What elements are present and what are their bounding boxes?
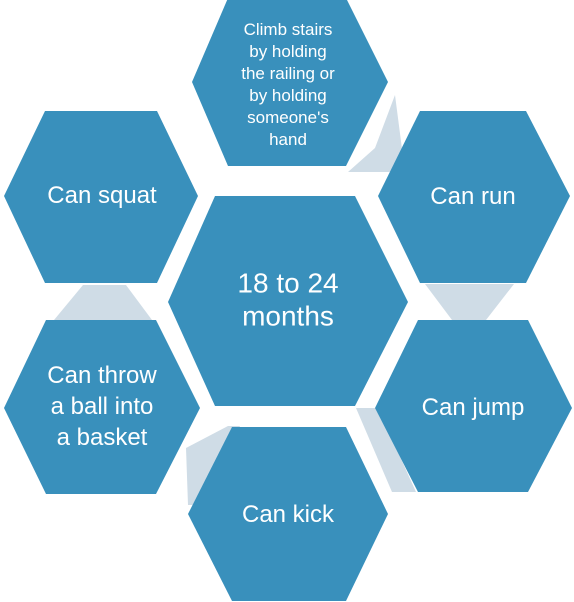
stairs-label-line: by holding [249, 42, 327, 61]
stairs-label-line: by holding [249, 86, 327, 105]
center-hexagon [168, 196, 408, 406]
run-label-line: Can run [430, 183, 515, 210]
stairs-label: Climb stairs by holding the railing or by h… [241, 20, 335, 149]
run-label: Can run [430, 183, 515, 210]
throw-label-line: Can throw [47, 362, 157, 389]
throw-label: Can throw a ball into a basket [47, 362, 157, 451]
hexagons [4, 0, 572, 601]
connector-stairs-run [348, 95, 405, 172]
hexagon-stairs [192, 0, 388, 166]
hexagon-squat [4, 111, 198, 283]
stairs-label-line: someone's [247, 108, 329, 127]
jump-label-line: Can jump [422, 394, 525, 421]
connector-run-jump [425, 284, 514, 320]
center-label-line: months [242, 301, 334, 332]
throw-label-line: a basket [57, 424, 148, 451]
throw-label-line: a ball into [51, 393, 154, 420]
center-label-line: 18 to 24 [237, 268, 338, 299]
connector-throw-squat [54, 285, 152, 320]
hexagon-kick [188, 427, 388, 601]
hexagon-jump [375, 320, 572, 492]
stairs-label-line: hand [269, 130, 307, 149]
connector-jump-kick [356, 408, 416, 492]
stairs-label-line: Climb stairs [244, 20, 333, 39]
jump-label: Can jump [422, 394, 525, 421]
stairs-label-line: the railing or [241, 64, 335, 83]
kick-label-line: Can kick [242, 501, 335, 528]
hexagon-throw [4, 320, 200, 494]
hexagon-run [378, 111, 570, 283]
squat-label-line: Can squat [47, 182, 157, 209]
kick-label: Can kick [242, 501, 335, 528]
squat-label: Can squat [47, 182, 157, 209]
